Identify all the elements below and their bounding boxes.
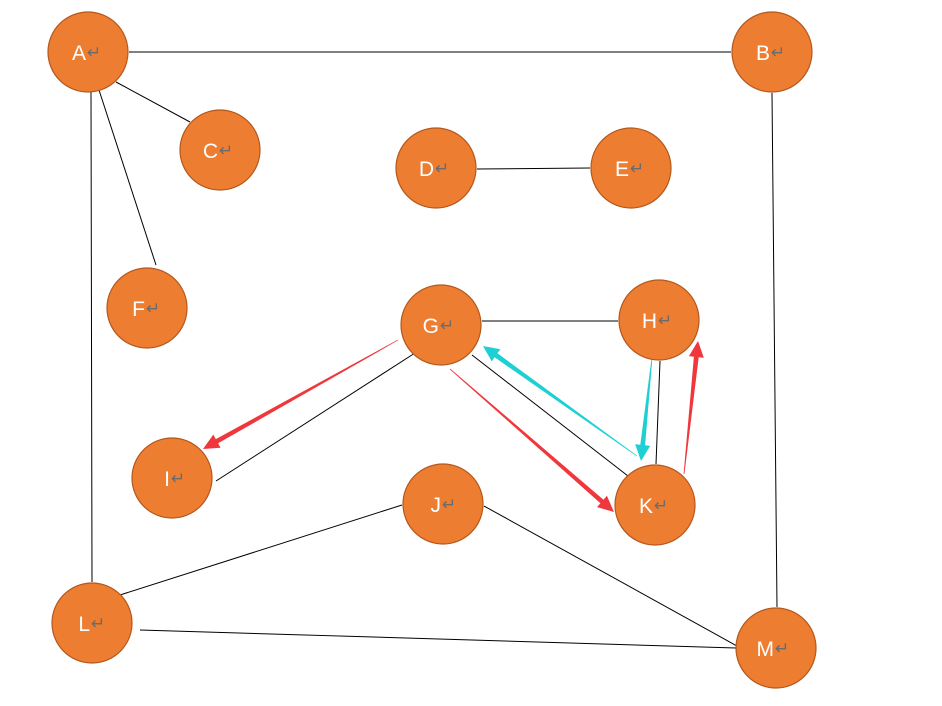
edge-j-l: [119, 504, 403, 596]
node-circle: [400, 284, 482, 366]
node-circle: [47, 11, 129, 93]
return-mark-icon: ↵: [440, 316, 454, 336]
node-label: J: [431, 494, 442, 517]
arrow-g-to-i: [203, 339, 399, 449]
node-label: I: [164, 468, 170, 491]
arrow-k-to-h: [683, 341, 704, 474]
node-i: I↵: [131, 437, 213, 519]
node-circle: [106, 267, 188, 349]
node-circle: [51, 582, 133, 664]
node-e: E↵: [590, 127, 672, 209]
return-mark-icon: ↵: [654, 496, 668, 516]
node-circle: [618, 279, 700, 361]
edge-a-f: [98, 89, 157, 266]
node-circle: [614, 464, 696, 546]
node-label: L: [78, 613, 90, 636]
return-mark-icon: ↵: [442, 495, 456, 515]
node-label: E: [615, 158, 629, 181]
node-h: H↵: [618, 279, 700, 361]
node-c: C↵: [179, 109, 261, 191]
node-label: K: [639, 495, 653, 518]
return-mark-icon: ↵: [171, 469, 185, 489]
node-circle: [735, 607, 817, 689]
node-j: J↵: [402, 463, 484, 545]
edge-g-k: [471, 354, 629, 477]
node-m: M↵: [735, 607, 817, 689]
nodes-layer: A↵B↵C↵D↵E↵F↵G↵H↵I↵J↵K↵L↵M↵: [47, 11, 817, 689]
node-a: A↵: [47, 11, 129, 93]
node-label: C: [203, 140, 218, 163]
node-circle: [590, 127, 672, 209]
return-mark-icon: ↵: [219, 141, 233, 161]
node-k: K↵: [614, 464, 696, 546]
node-label: D: [419, 158, 434, 181]
arrow-g-to-k: [449, 368, 614, 512]
node-f: F↵: [106, 267, 188, 349]
edge-g-i: [215, 352, 416, 482]
edge-a-l: [90, 91, 93, 583]
node-label: F: [132, 298, 145, 321]
return-mark-icon: ↵: [146, 299, 160, 319]
return-mark-icon: ↵: [771, 43, 785, 63]
return-mark-icon: ↵: [435, 159, 449, 179]
node-circle: [395, 127, 477, 209]
node-label: A: [72, 42, 86, 65]
arrow-h-to-k: [635, 358, 653, 461]
node-label: G: [423, 315, 439, 338]
node-label: H: [642, 310, 657, 333]
edge-j-m: [483, 505, 738, 647]
node-d: D↵: [395, 127, 477, 209]
node-b: B↵: [731, 11, 813, 93]
node-label: B: [756, 42, 770, 65]
return-mark-icon: ↵: [658, 311, 672, 331]
arrows-layer: [203, 339, 704, 512]
return-mark-icon: ↵: [87, 43, 101, 63]
return-mark-icon: ↵: [630, 159, 644, 179]
node-l: L↵: [51, 582, 133, 664]
node-label: M: [757, 638, 775, 661]
edge-l-m: [139, 629, 737, 649]
node-circle: [402, 463, 484, 545]
edge-a-c: [115, 81, 191, 123]
edge-d-e: [476, 167, 591, 170]
return-mark-icon: ↵: [775, 639, 789, 659]
node-g: G↵: [400, 284, 482, 366]
return-mark-icon: ↵: [91, 614, 105, 634]
edge-b-m: [771, 92, 778, 608]
edges-layer: [90, 51, 778, 649]
node-circle: [179, 109, 261, 191]
node-circle: [731, 11, 813, 93]
edge-h-k: [655, 360, 661, 465]
arrow-k-to-g: [483, 346, 638, 457]
node-circle: [131, 437, 213, 519]
